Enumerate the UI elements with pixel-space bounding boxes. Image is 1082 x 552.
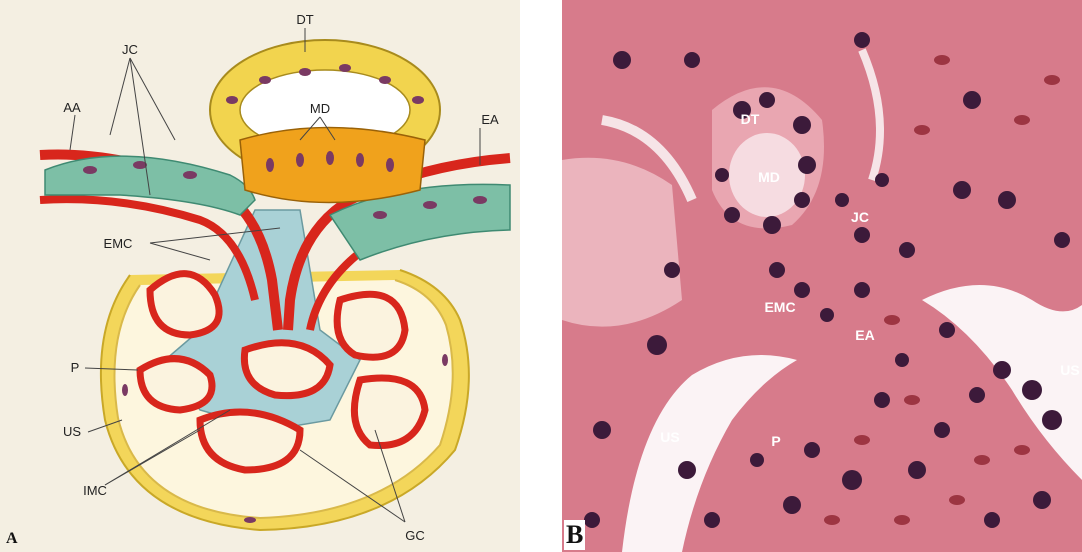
label-ea: EA	[481, 112, 499, 127]
panel-letter-a: A	[6, 530, 18, 548]
label-md: MD	[758, 169, 780, 185]
capillary-loop	[140, 359, 212, 410]
label-dt: DT	[741, 111, 760, 127]
capillary-loop	[244, 343, 330, 396]
tubule-region	[562, 158, 682, 327]
label-p: P	[71, 360, 80, 375]
capillary-loop	[200, 412, 300, 470]
capillary-loop	[150, 274, 219, 335]
panel-letter-b: B	[564, 520, 585, 550]
schematic-svg: DT JC AA MD EA EMC P US IMC GC	[0, 0, 520, 552]
micrograph-panel-b: DT MD JC EMC EA US US P B	[562, 0, 1082, 552]
label-us: US	[63, 424, 81, 439]
label-imc: IMC	[83, 483, 107, 498]
capillary-loop	[354, 378, 425, 446]
label-md: MD	[310, 101, 330, 116]
label-aa: AA	[63, 100, 81, 115]
label-jc: JC	[122, 42, 138, 57]
label-emc: EMC	[764, 299, 795, 315]
label-gc: GC	[405, 528, 425, 543]
capillary-loop	[337, 294, 405, 357]
label-dt: DT	[296, 12, 313, 27]
label-ea: EA	[855, 327, 874, 343]
label-us-right: US	[1060, 362, 1079, 378]
label-us-left: US	[660, 429, 679, 445]
label-jc: JC	[851, 209, 869, 225]
label-emc: EMC	[104, 236, 133, 251]
schematic-panel-a: DT JC AA MD EA EMC P US IMC GC A	[0, 0, 520, 552]
micrograph-svg: DT MD JC EMC EA US US P	[562, 0, 1082, 552]
label-p: P	[771, 433, 780, 449]
